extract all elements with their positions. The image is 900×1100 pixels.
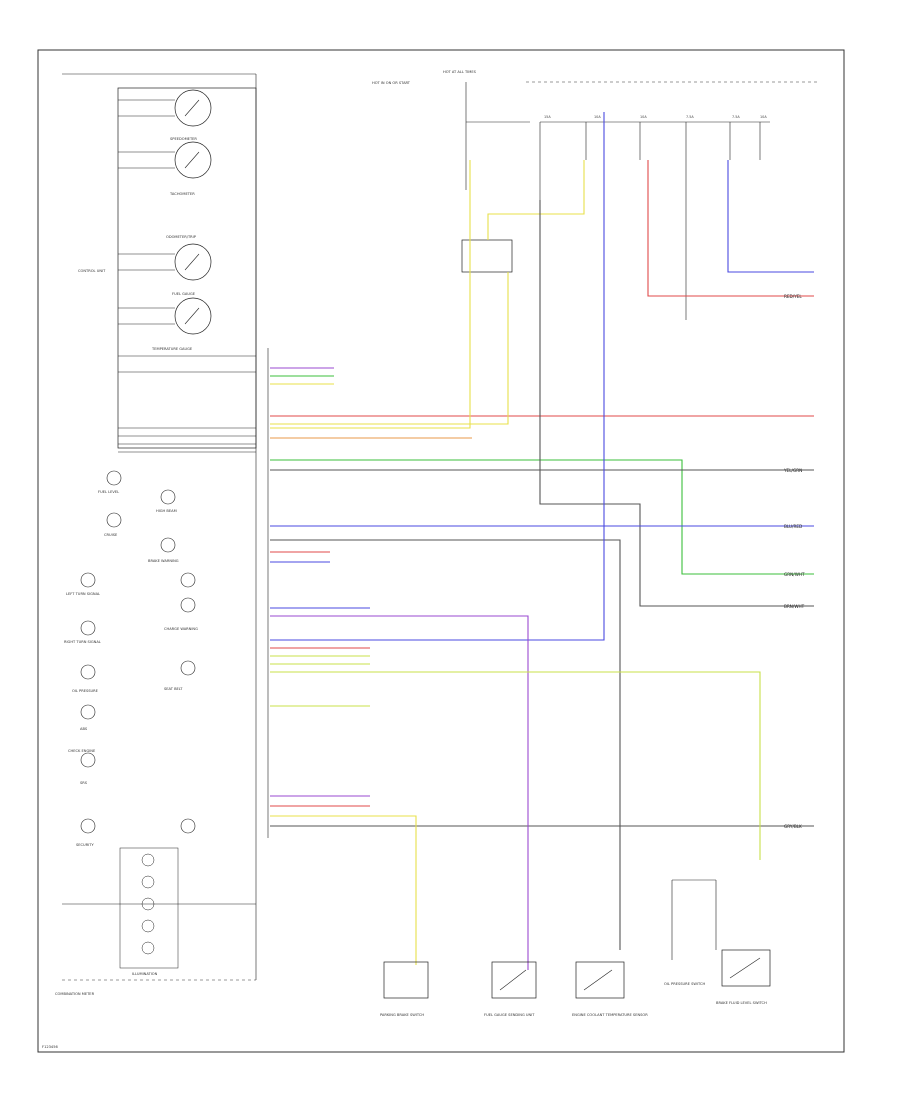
svg-text:FUEL GAUGE: FUEL GAUGE	[172, 292, 196, 296]
svg-text:LEFT TURN SIGNAL: LEFT TURN SIGNAL	[66, 592, 100, 596]
svg-text:PARKING BRAKE SWITCH: PARKING BRAKE SWITCH	[380, 1013, 424, 1017]
indicator-cruise: CRUISE	[104, 512, 122, 537]
svg-text:SEAT BELT: SEAT BELT	[164, 687, 183, 691]
footer-code: F123456	[42, 1045, 58, 1049]
svg-text:CHECK ENGINE: CHECK ENGINE	[68, 749, 96, 753]
svg-text:7.5A: 7.5A	[686, 115, 694, 119]
indicator-fuel-level: FUEL LEVEL	[98, 470, 122, 494]
indicator-left-turn: LEFT TURN SIGNAL	[66, 572, 100, 596]
svg-text:ENGINE COOLANT TEMPERATURE SEN: ENGINE COOLANT TEMPERATURE SENSOR	[572, 1013, 648, 1017]
right-wire-label: BLU/RED	[784, 524, 802, 529]
indicator-security: SECURITY	[76, 818, 196, 847]
parking-brake-switch: PARKING BRAKE SWITCH	[380, 961, 429, 1017]
svg-text:SPEEDOMETER: SPEEDOMETER	[170, 137, 197, 141]
right-wire-label: GRY/BLK	[784, 824, 802, 829]
svg-text:7.5A: 7.5A	[732, 115, 740, 119]
indicator-abs: ABS	[80, 704, 96, 731]
svg-text:BRAKE WARNING: BRAKE WARNING	[148, 559, 179, 563]
combination-meter-label: COMBINATION METER	[55, 992, 95, 996]
right-wire-label: BRN/WHT	[784, 604, 805, 609]
indicator-brake-warning: BRAKE WARNING	[148, 537, 179, 563]
right-wire-label: GRN/WHT	[784, 572, 805, 577]
diagram-frame	[37, 49, 845, 1053]
gauge-fuel: FUEL GAUGE	[118, 292, 212, 335]
coolant-temp-sensor: ENGINE COOLANT TEMPERATURE SENSOR	[572, 961, 648, 1017]
indicator-check-engine: CHECK ENGINE	[68, 749, 96, 768]
gauge-speedometer: SPEEDOMETER	[118, 89, 212, 141]
svg-text:FUEL LEVEL: FUEL LEVEL	[98, 490, 119, 494]
control-unit-box	[117, 87, 257, 449]
hot-in-label: HOT IN ON OR START	[372, 81, 411, 85]
indicator-charge-warning: CHARGE WARNING	[164, 572, 198, 631]
svg-text:OIL PRESSURE: OIL PRESSURE	[72, 689, 99, 693]
fuse-box-label: HOT AT ALL TIMES	[443, 70, 477, 74]
svg-text:BRAKE FLUID LEVEL SWITCH: BRAKE FLUID LEVEL SWITCH	[716, 1001, 767, 1005]
gauge-odometer: ODOMETER/TRIP	[118, 235, 212, 281]
indicator-list: FUEL LEVEL HIGH BEAM CRUISE BRAKE WARNIN…	[64, 470, 198, 976]
right-wire-label: RED/YEL	[784, 294, 802, 299]
indicator-seat-belt: SEAT BELT	[164, 660, 196, 691]
svg-text:RIGHT TURN SIGNAL: RIGHT TURN SIGNAL	[64, 640, 101, 644]
colored-wires	[270, 112, 814, 970]
svg-text:CRUISE: CRUISE	[104, 533, 118, 537]
gauge-tachometer: TACHOMETER	[118, 141, 212, 196]
svg-text:FUEL GAUGE SENDING UNIT: FUEL GAUGE SENDING UNIT	[484, 1013, 535, 1017]
svg-text:10A: 10A	[640, 115, 647, 119]
svg-text:10A: 10A	[594, 115, 601, 119]
fuel-gauge-sending-unit: FUEL GAUGE SENDING UNIT	[484, 961, 537, 1017]
indicator-high-beam: HIGH BEAM	[156, 489, 177, 513]
fuse-row: 15A 10A 10A 7.5A 7.5A 10A	[544, 115, 767, 119]
svg-text:ODOMETER/TRIP: ODOMETER/TRIP	[166, 235, 197, 239]
svg-text:CHARGE WARNING: CHARGE WARNING	[164, 627, 198, 631]
control-unit-label: CONTROL UNIT	[78, 269, 106, 273]
svg-text:ABS: ABS	[80, 727, 88, 731]
power-distribution: HOT AT ALL TIMES HOT IN ON OR START 15A …	[372, 70, 818, 320]
combination-meter: CONTROL UNIT SPEEDOMETER TACHOMETER ODOM…	[55, 73, 257, 996]
gauge-temperature-label: TEMPERATURE GAUGE	[151, 347, 193, 351]
relay-box	[461, 239, 513, 273]
svg-text:TACHOMETER: TACHOMETER	[169, 192, 195, 196]
indicator-right-turn: RIGHT TURN SIGNAL	[64, 620, 101, 644]
svg-text:SECURITY: SECURITY	[76, 843, 94, 847]
svg-text:OIL PRESSURE SWITCH: OIL PRESSURE SWITCH	[664, 982, 705, 986]
indicator-srs: SRS	[80, 781, 96, 834]
svg-text:SRS: SRS	[80, 781, 88, 785]
brake-fluid-level-switch: BRAKE FLUID LEVEL SWITCH	[716, 949, 771, 1005]
svg-text:HIGH BEAM: HIGH BEAM	[156, 509, 177, 513]
svg-text:10A: 10A	[760, 115, 767, 119]
right-wire-labels: RED/YEL YEL/GRN BLU/RED GRN/WHT BRN/WHT …	[783, 294, 805, 829]
svg-text:15A: 15A	[544, 115, 551, 119]
right-wire-label: YEL/GRN	[783, 468, 802, 473]
svg-text:ILLUMINATION: ILLUMINATION	[132, 972, 158, 976]
indicator-illumination: ILLUMINATION	[119, 847, 179, 976]
indicator-oil-pressure: OIL PRESSURE	[72, 664, 99, 693]
bottom-components: PARKING BRAKE SWITCH FUEL GAUGE SENDING …	[380, 879, 771, 1017]
oil-pressure-switch: OIL PRESSURE SWITCH	[664, 879, 717, 986]
